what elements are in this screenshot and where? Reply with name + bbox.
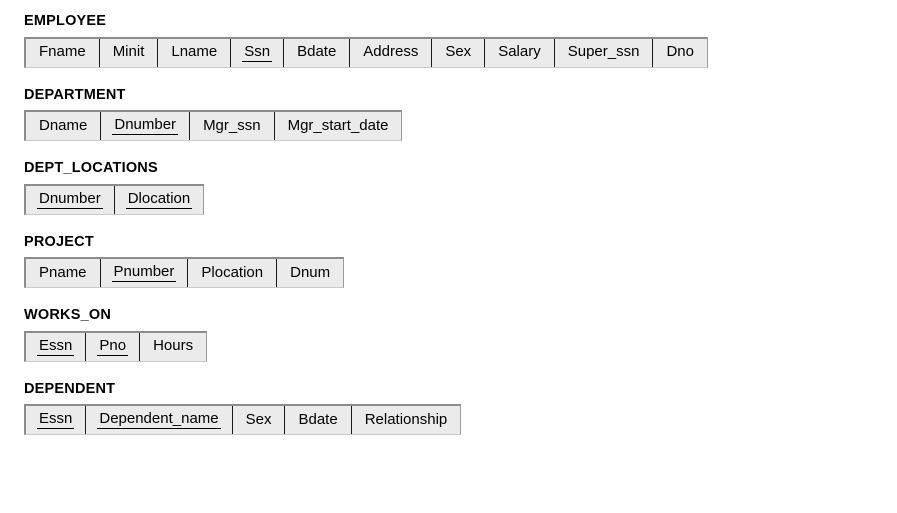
relation-title: PROJECT <box>24 233 94 250</box>
attribute-row: Pname Pnumber Plocation Dnum <box>24 257 345 288</box>
attribute-cell-primary-key: Dependent_name <box>86 406 233 434</box>
attribute-label: Minit <box>112 43 145 60</box>
attribute-cell-primary-key: Pno <box>86 332 141 361</box>
attribute-cell-primary-key: Essn <box>26 406 87 434</box>
attribute-cell: Plocation <box>188 259 278 287</box>
attribute-cell: Salary <box>485 38 555 67</box>
attribute-label: Pno <box>97 336 129 356</box>
relation-title: DEPENDENT <box>24 380 116 397</box>
attribute-label: Lname <box>171 43 218 60</box>
attribute-row: Dname Dnumber Mgr_ssn Mgr_start_date <box>24 110 403 141</box>
attribute-label: Dnum <box>290 263 331 281</box>
attribute-label: Pnumber <box>111 263 177 282</box>
relation-project: PROJECT Pname Pnumber Plocation Dnum <box>24 233 708 288</box>
attribute-label: Pname <box>39 263 87 281</box>
attribute-label: Dlocation <box>125 189 193 209</box>
attribute-label: Hours <box>153 337 194 354</box>
attribute-cell: Pname <box>26 259 101 287</box>
attribute-cell: Hours <box>140 332 207 361</box>
attribute-cell: Dnum <box>277 259 344 287</box>
relation-dept_locations: DEPT_LOCATIONS Dnumber Dlocation <box>24 161 708 215</box>
attribute-cell: Sex <box>232 406 286 434</box>
attribute-cell: Super_ssn <box>554 38 654 67</box>
attribute-cell: Bdate <box>284 38 351 67</box>
relation-dependent: DEPENDENT Essn Dependent_name Sex Bdate Relat… <box>24 380 708 435</box>
relation-works_on: WORKS_ON Essn Pno Hours <box>24 308 708 362</box>
attribute-row: Essn Pno Hours <box>24 330 208 362</box>
relation-employee: EMPLOYEE Fname Minit Lname Ssn Bdate Address Se… <box>24 14 708 68</box>
attribute-row: Essn Dependent_name Sex Bdate Relationship <box>24 404 462 435</box>
attribute-row: Dnumber Dlocation <box>24 183 205 215</box>
attribute-cell-primary-key: Essn <box>26 332 87 361</box>
relation-department: DEPARTMENT Dname Dnumber Mgr_ssn Mgr_start_d… <box>24 86 708 141</box>
attribute-label: Mgr_ssn <box>203 116 261 134</box>
attribute-label: Fname <box>39 43 86 60</box>
attribute-cell: Mgr_start_date <box>274 112 402 140</box>
relation-title: EMPLOYEE <box>24 13 107 29</box>
attribute-label: Dnumber <box>112 116 179 135</box>
attribute-label: Super_ssn <box>567 43 640 60</box>
attribute-label: Essn <box>37 410 75 429</box>
attribute-cell: Sex <box>432 38 486 67</box>
attribute-label: Plocation <box>201 263 264 281</box>
attribute-label: Sex <box>245 410 272 428</box>
attribute-cell: Minit <box>99 38 159 67</box>
attribute-label: Dno <box>666 43 694 60</box>
attribute-label: Ssn <box>242 42 273 62</box>
attribute-label: Essn <box>37 336 75 356</box>
attribute-cell-primary-key: Dnumber <box>26 185 115 214</box>
relation-title: WORKS_ON <box>24 307 111 323</box>
attribute-label: Bdate <box>297 43 337 60</box>
attribute-label: Bdate <box>298 410 338 428</box>
relation-title: DEPT_LOCATIONS <box>24 160 158 176</box>
attribute-cell: Dname <box>26 112 102 140</box>
attribute-cell-primary-key: Dlocation <box>114 185 204 214</box>
attribute-cell-primary-key: Ssn <box>231 38 285 67</box>
attribute-label: Mgr_start_date <box>287 116 389 134</box>
attribute-cell: Mgr_ssn <box>190 112 275 140</box>
attribute-label: Address <box>363 43 419 60</box>
attribute-cell-primary-key: Pnumber <box>100 259 189 287</box>
attribute-label: Dname <box>39 116 88 134</box>
attribute-label: Salary <box>498 43 541 60</box>
attribute-cell: Dno <box>653 38 707 67</box>
attribute-cell: Bdate <box>285 406 352 434</box>
attribute-cell: Fname <box>26 38 100 67</box>
relation-title: DEPARTMENT <box>24 86 126 103</box>
attribute-label: Dependent_name <box>97 410 221 429</box>
attribute-label: Relationship <box>364 410 448 428</box>
attribute-cell: Address <box>350 38 433 67</box>
attribute-label: Sex <box>445 43 472 60</box>
attribute-cell: Lname <box>158 38 232 67</box>
attribute-cell-primary-key: Dnumber <box>101 112 191 140</box>
attribute-row: Fname Minit Lname Ssn Bdate Address Sex Salary S… <box>24 36 708 68</box>
attribute-label: Dnumber <box>37 189 103 209</box>
attribute-cell: Relationship <box>351 406 461 434</box>
